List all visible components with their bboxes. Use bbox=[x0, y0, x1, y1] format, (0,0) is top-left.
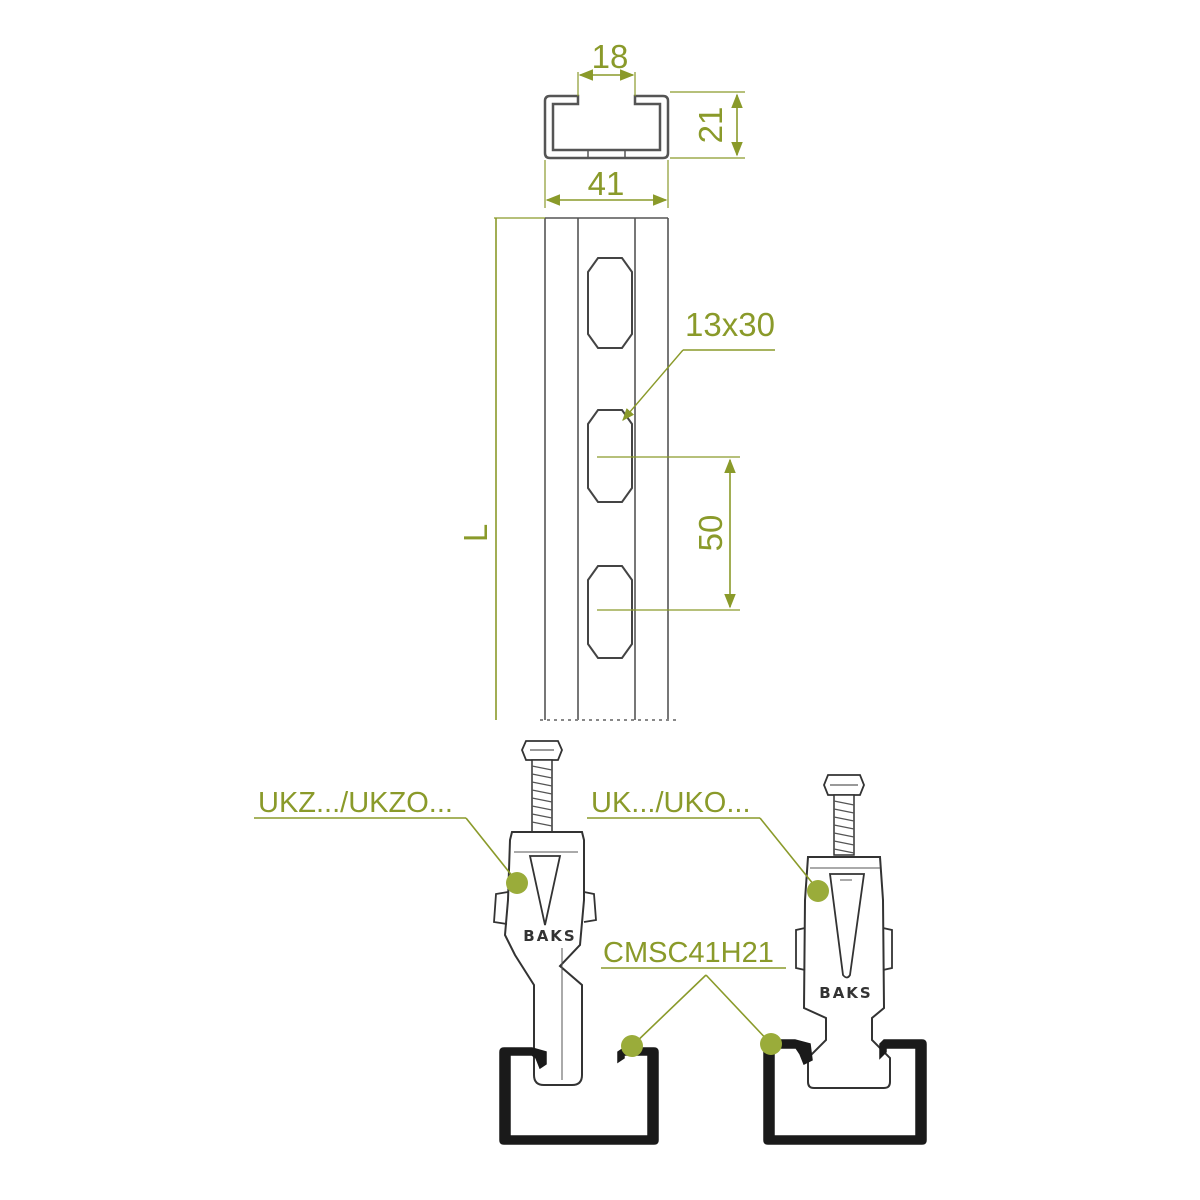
callout-channel: CMSC41H21 bbox=[601, 937, 786, 1057]
slot bbox=[587, 257, 633, 349]
callout-dot bbox=[621, 1035, 643, 1057]
callout-clamp-right: UK.../UKO... bbox=[587, 787, 829, 902]
label-clamp-right: UK.../UKO... bbox=[591, 787, 751, 819]
slot bbox=[587, 565, 633, 659]
logo-right: BAKS bbox=[819, 984, 872, 1002]
channel-side-view bbox=[540, 217, 680, 721]
dimension-opening: 18 bbox=[577, 38, 636, 96]
callout-clamp-left: UKZ.../UKZO... bbox=[254, 787, 528, 894]
dim-width: 41 bbox=[588, 165, 625, 202]
dimension-height: 21 bbox=[670, 91, 745, 159]
slot bbox=[587, 409, 633, 503]
callout-dot bbox=[760, 1033, 782, 1055]
dim-length: L bbox=[457, 524, 494, 542]
dimension-width: 41 bbox=[544, 160, 669, 208]
dimension-slot-pitch: 50 bbox=[597, 456, 740, 611]
logo-left: BAKS bbox=[523, 927, 576, 945]
label-clamp-left: UKZ.../UKZO... bbox=[258, 787, 453, 819]
callout-dot bbox=[807, 880, 829, 902]
dim-opening-width: 18 bbox=[592, 38, 629, 75]
dimension-length: L bbox=[457, 217, 545, 720]
channel-section-outline bbox=[543, 94, 670, 160]
callout-dot bbox=[506, 872, 528, 894]
dim-slot-size: 13x30 bbox=[685, 306, 775, 343]
clamp-left: BAKS bbox=[493, 740, 597, 1086]
clamp-right: BAKS bbox=[795, 774, 893, 1089]
label-channel: CMSC41H21 bbox=[603, 937, 774, 969]
channel-cross-section bbox=[543, 94, 670, 160]
dimension-slot-size: 13x30 bbox=[622, 306, 775, 421]
dim-height: 21 bbox=[692, 107, 729, 144]
dim-slot-pitch: 50 bbox=[692, 515, 729, 552]
